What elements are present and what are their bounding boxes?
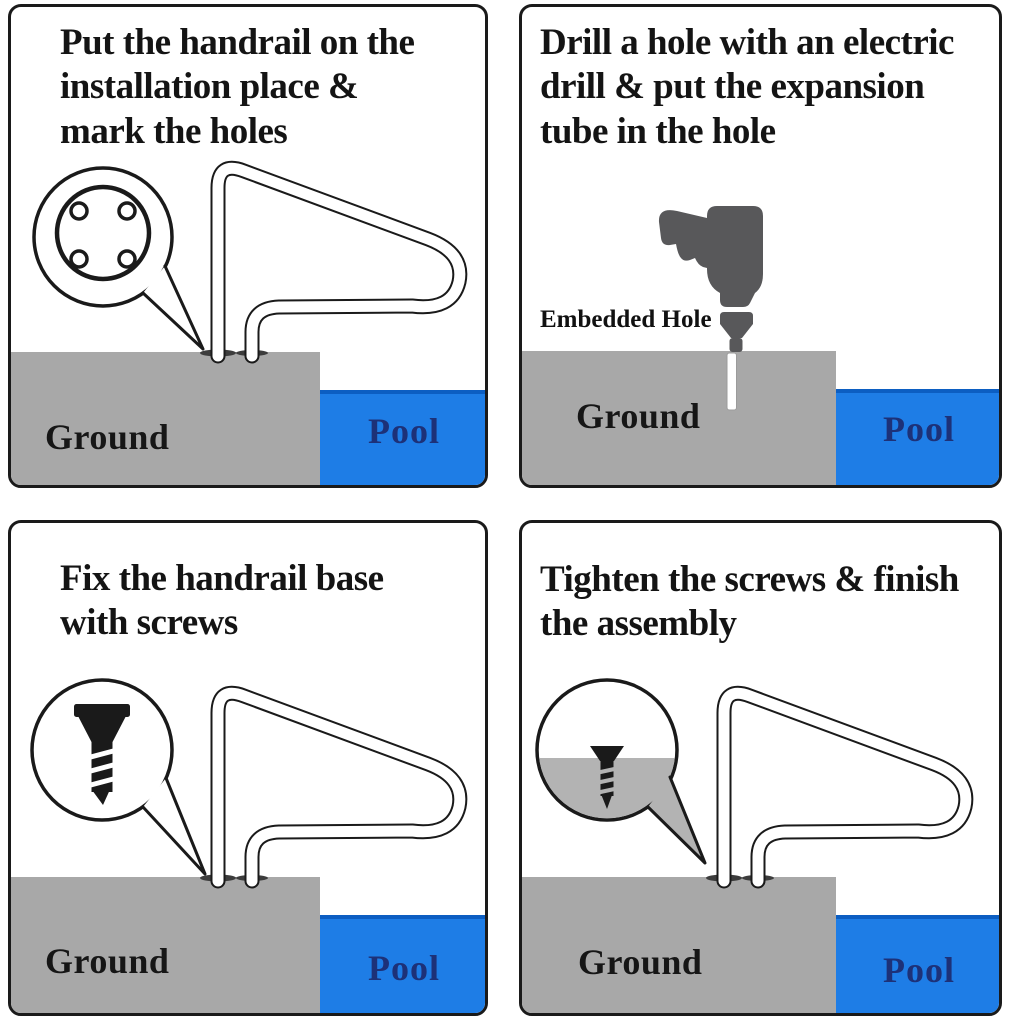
drill-icon (658, 206, 763, 352)
pool-block (836, 389, 999, 485)
step-3-illustration (11, 678, 485, 1013)
ground-label: Ground (578, 942, 703, 982)
screw-icon (74, 704, 130, 805)
embedded-hole-label: Embedded Hole (540, 306, 712, 333)
pool-block (836, 915, 999, 1013)
pool-label: Pool (883, 409, 955, 449)
pool-edge (320, 915, 485, 919)
screw-icon (590, 746, 624, 809)
pool-label: Pool (368, 411, 440, 451)
pool-label: Pool (883, 950, 955, 990)
step-2-illustration (522, 206, 999, 485)
step-4-title: Tighten the screws & finish the assembly (540, 559, 959, 645)
pool-edge (320, 390, 485, 394)
step-4-illustration (522, 678, 999, 1013)
pool-block (320, 915, 485, 1013)
pool-label: Pool (368, 948, 440, 988)
handrail-illustration (706, 685, 974, 889)
ground-block (11, 352, 320, 485)
pool-block (320, 390, 485, 485)
callout-bubble (535, 678, 707, 865)
step-1-illustration (11, 160, 485, 485)
flange-holes-icon (54, 184, 152, 282)
step-panel-4: Tighten the screws & finish the assembly… (519, 520, 1002, 1016)
step-panel-2: Drill a hole with an electric drill & pu… (519, 4, 1002, 488)
ground-label: Ground (45, 417, 170, 457)
handrail-illustration (200, 160, 468, 364)
handrail-illustration (200, 685, 468, 889)
embedded-hole-slot (726, 352, 737, 411)
ground-block (522, 877, 836, 1013)
step-panel-3: Fix the handrail base with screws Ground… (8, 520, 488, 1016)
ground-block (522, 351, 836, 485)
pool-edge (836, 389, 999, 393)
pool-edge (836, 915, 999, 919)
callout-bubble (32, 166, 205, 351)
ground-label: Ground (576, 396, 701, 436)
step-2-title: Drill a hole with an electric drill & pu… (540, 22, 954, 152)
step-3-title: Fix the handrail base with screws (60, 558, 384, 644)
callout-bubble (30, 678, 207, 876)
ground-label: Ground (45, 941, 170, 981)
step-1-title: Put the handrail on the installation pla… (60, 22, 415, 152)
ground-block (11, 877, 320, 1013)
step-panel-1: Put the handrail on the installation pla… (8, 4, 488, 488)
